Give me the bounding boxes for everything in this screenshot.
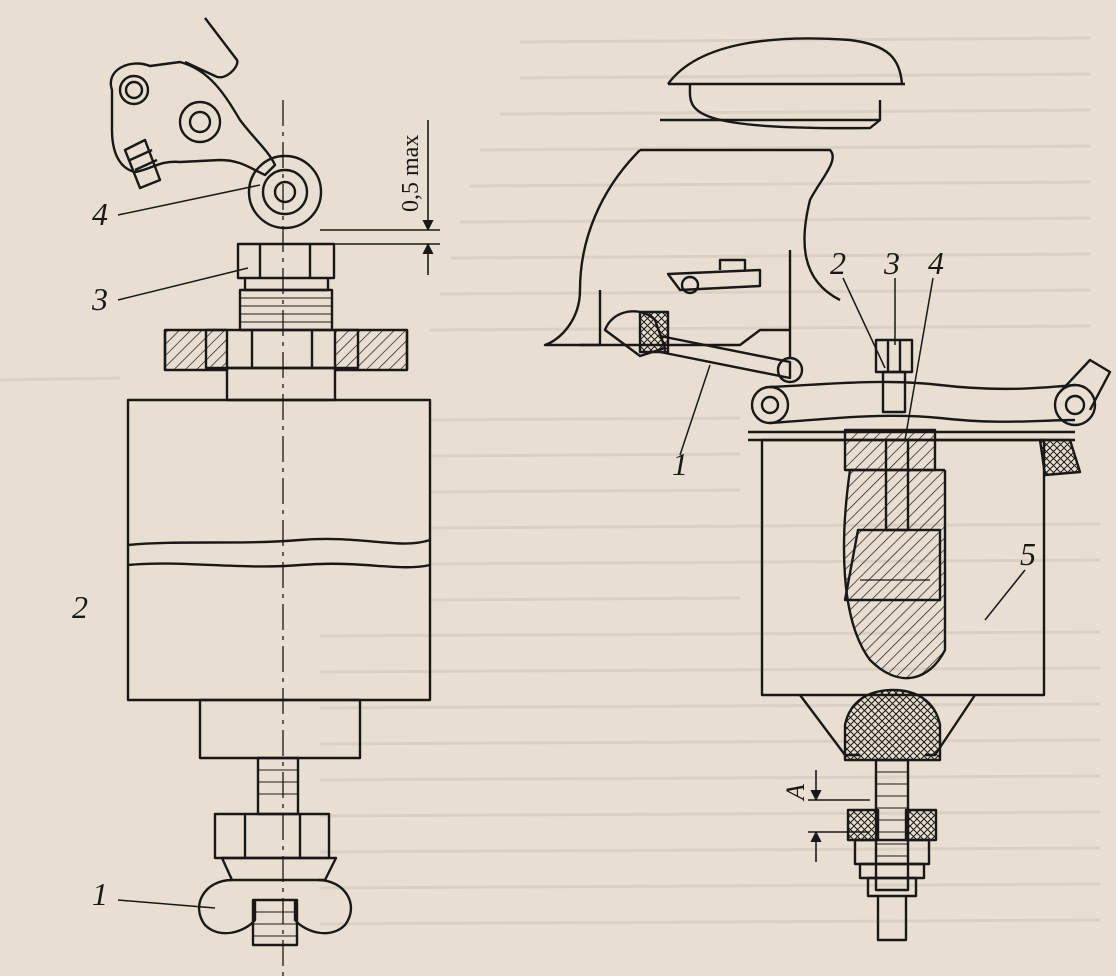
right-label-part-1: 1 <box>672 446 688 482</box>
right-figure <box>543 37 1112 942</box>
left-mount-plate <box>163 328 409 402</box>
right-gap-dimension <box>808 770 870 862</box>
right-label-part-3: 3 <box>883 245 900 281</box>
left-wingnut <box>197 812 353 947</box>
right-lever <box>603 250 804 384</box>
right-leaders <box>679 277 1026 621</box>
right-vessel <box>760 438 1046 697</box>
left-lower-sleeve <box>198 698 362 816</box>
right-cover-plate <box>748 428 1082 477</box>
left-body <box>126 398 432 702</box>
right-label-part-4: 4 <box>928 245 944 281</box>
left-roller <box>247 154 323 230</box>
left-adjust-nut <box>236 242 336 332</box>
left-label-part-2: 2 <box>72 589 88 625</box>
right-housing <box>543 37 905 347</box>
right-adjust-screw <box>874 338 914 414</box>
left-lever-arm <box>109 17 277 190</box>
left-label-part-1: 1 <box>92 876 108 912</box>
right-label-part-5: 5 <box>1020 536 1036 572</box>
right-dimension-label: A <box>781 784 810 802</box>
left-label-part-3: 3 <box>91 281 108 317</box>
left-figure <box>109 17 440 976</box>
background-bleed-lines <box>0 36 1101 926</box>
left-label-part-4: 4 <box>92 196 108 232</box>
right-actuator-arm <box>750 358 1112 427</box>
left-gap-dimension <box>320 120 440 275</box>
left-leaders <box>117 184 261 909</box>
right-bottom-bracket <box>799 688 976 942</box>
right-top-bracket <box>666 258 762 295</box>
left-dimension-label: 0,5 max <box>398 135 424 212</box>
right-label-part-2: 2 <box>830 245 846 281</box>
